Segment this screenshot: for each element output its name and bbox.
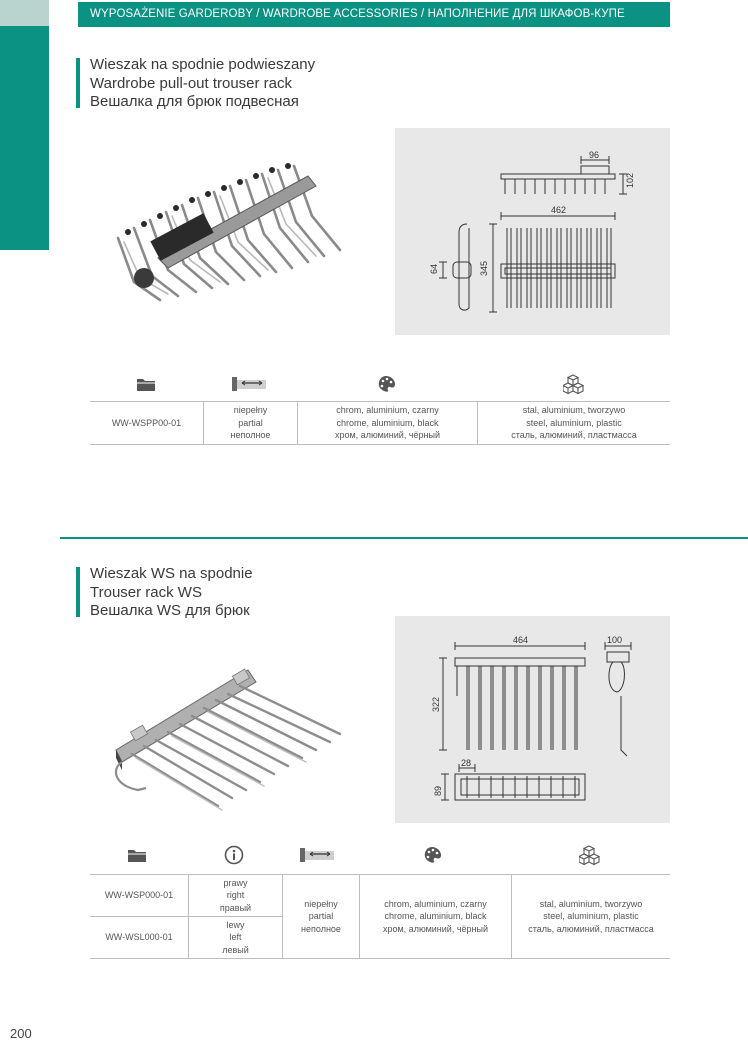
material-pl: stal, aluminium, tworzywo bbox=[522, 405, 626, 416]
product2-photo bbox=[114, 668, 342, 811]
side-pl: prawy bbox=[223, 877, 248, 888]
product-code: WW-WSPP00-01 bbox=[90, 401, 204, 445]
finish-cell: chrom, aluminium, czarny chrome, alumini… bbox=[297, 401, 478, 445]
side-cell: prawy right правый bbox=[188, 874, 283, 917]
product2-title-ru: Вешалка WS для брюк bbox=[90, 602, 250, 619]
dim-28: 28 bbox=[461, 758, 471, 768]
palette-icon bbox=[378, 376, 395, 392]
dim-100: 100 bbox=[607, 635, 622, 645]
dim-64: 64 bbox=[429, 264, 439, 274]
side-accent-teal bbox=[0, 26, 49, 250]
dim-345: 345 bbox=[479, 261, 489, 276]
extension-pl: niepełny bbox=[304, 898, 338, 909]
side-en: right bbox=[226, 890, 245, 901]
dim-322: 322 bbox=[431, 697, 441, 712]
table-row: WW-WSPP00-01 niepełny partial неполное c… bbox=[90, 401, 671, 445]
folder-icon bbox=[136, 378, 156, 392]
extension-ru: неполное bbox=[230, 430, 271, 441]
title-accent-bar bbox=[76, 58, 80, 108]
folder-icon bbox=[127, 849, 147, 863]
info-icon bbox=[224, 845, 244, 865]
palette-icon bbox=[424, 847, 441, 863]
product1-title-en: Wardrobe pull-out trouser rack bbox=[90, 74, 293, 92]
product2-title-pl: Wieszak WS na spodnie bbox=[90, 565, 253, 582]
page-number: 200 bbox=[10, 1026, 32, 1041]
extension-cell: niepełny partial неполное bbox=[203, 401, 298, 445]
cubes-icon bbox=[579, 845, 600, 866]
product1-icon-row bbox=[90, 374, 670, 400]
finish-pl: chrom, aluminium, czarny bbox=[336, 405, 439, 416]
finish-cell: chrom, aluminium, czarny chrome, alumini… bbox=[359, 874, 512, 959]
extension-cell: niepełny partial неполное bbox=[282, 874, 360, 959]
dim-102: 102 bbox=[625, 173, 635, 188]
finish-en: chrome, aluminium, black bbox=[336, 417, 439, 428]
product2-icon-row bbox=[90, 845, 670, 871]
product1-spec-table: WW-WSPP00-01 niepełny partial неполное c… bbox=[90, 401, 670, 445]
dim-462: 462 bbox=[551, 205, 566, 215]
side-cell: lewy left левый bbox=[188, 916, 283, 959]
side-accent-light bbox=[0, 0, 49, 26]
section-header: WYPOSAŻENIE GARDEROBY / WARDROBE ACCESSO… bbox=[78, 2, 670, 27]
side-pl: lewy bbox=[226, 919, 245, 930]
product-code: WW-WSP000-01 bbox=[90, 874, 189, 917]
product1-title-pl: Wieszak na spodnie podwieszany bbox=[90, 56, 316, 73]
material-cell: stal, aluminium, tworzywo steel, alumini… bbox=[512, 875, 671, 959]
material-ru: сталь, алюминий, пластмасса bbox=[511, 430, 637, 441]
material-pl: stal, aluminium, tworzywo bbox=[539, 898, 643, 909]
section-divider bbox=[60, 537, 748, 539]
extension-en: partial bbox=[238, 417, 263, 428]
extension-icon bbox=[300, 847, 335, 863]
table-row: WW-WSP000-01 prawy right правый niepełny… bbox=[90, 874, 670, 959]
material-en: steel, aluminium, plastic bbox=[543, 911, 639, 922]
extension-en: partial bbox=[308, 911, 334, 922]
side-ru: левый bbox=[222, 944, 249, 955]
dim-96: 96 bbox=[589, 150, 599, 160]
material-cell: stal, aluminium, tworzywo steel, alumini… bbox=[478, 402, 671, 445]
cubes-icon bbox=[563, 374, 584, 395]
finish-ru: хром, алюминий, чёрный bbox=[334, 430, 440, 441]
material-ru: сталь, алюминий, пластмасса bbox=[528, 923, 654, 934]
dim-464: 464 bbox=[513, 635, 528, 645]
extension-icon bbox=[232, 376, 267, 392]
finish-ru: хром, алюминий, чёрный bbox=[382, 923, 488, 934]
product2-title-en: Trouser rack WS bbox=[90, 583, 202, 601]
extension-ru: неполное bbox=[301, 923, 341, 934]
table-row: WW-WSL000-01 lewy left левый bbox=[90, 916, 670, 959]
dim-89: 89 bbox=[433, 786, 443, 796]
side-en: left bbox=[229, 932, 242, 943]
product1-technical-drawing: 96 102 462 64 345 bbox=[395, 128, 670, 335]
product-code: WW-WSL000-01 bbox=[90, 916, 189, 959]
product1-photo bbox=[116, 163, 342, 302]
product2-technical-drawing: 464 100 322 28 89 bbox=[395, 616, 670, 823]
extension-pl: niepełny bbox=[233, 405, 268, 416]
finish-en: chrome, aluminium, black bbox=[384, 911, 487, 922]
product2-spec-table: WW-WSP000-01 prawy right правый niepełny… bbox=[90, 874, 670, 959]
product1-title-ru: Вешалка для брюк подвесная bbox=[90, 93, 299, 110]
title-accent-bar bbox=[76, 567, 80, 617]
side-ru: правый bbox=[219, 902, 252, 913]
finish-pl: chrom, aluminium, czarny bbox=[384, 898, 487, 909]
material-en: steel, aluminium, plastic bbox=[526, 417, 622, 428]
